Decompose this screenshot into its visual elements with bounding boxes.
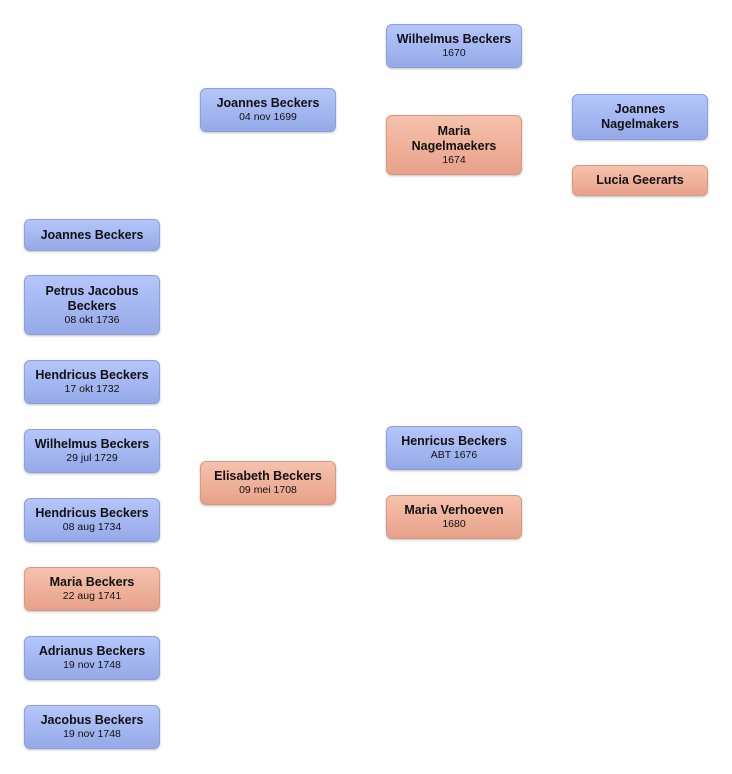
person-date: 29 jul 1729 [66, 452, 118, 464]
child-card-jacobus[interactable]: Jacobus Beckers 19 nov 1748 [24, 705, 160, 749]
child-card-petrus-jacobus[interactable]: Petrus Jacobus Beckers 08 okt 1736 [24, 275, 160, 335]
person-date: 1670 [442, 47, 466, 59]
child-card-maria[interactable]: Maria Beckers 22 aug 1741 [24, 567, 160, 611]
maternal-grandmother-card[interactable]: Maria Verhoeven 1680 [386, 495, 522, 539]
paternal-grandfather-card[interactable]: Wilhelmus Beckers 1670 [386, 24, 522, 68]
person-name: Jacobus Beckers [40, 713, 144, 727]
person-name: Joannes Nagelmakers [601, 102, 679, 131]
person-date: 08 okt 1736 [64, 313, 120, 326]
mother-card[interactable]: Elisabeth Beckers 09 mei 1708 [200, 461, 336, 505]
person-date: 22 aug 1741 [62, 590, 122, 602]
person-name: Wilhelmus Beckers [396, 32, 512, 46]
person-name: Joannes Beckers [40, 227, 144, 242]
person-name: Maria Verhoeven [404, 503, 504, 517]
person-name: Henricus Beckers [401, 434, 507, 448]
great-grandfather-card[interactable]: Joannes Nagelmakers [572, 94, 708, 140]
person-date: 1680 [442, 518, 466, 530]
great-grandmother-card[interactable]: Lucia Geerarts [572, 165, 708, 196]
child-card-adrianus[interactable]: Adrianus Beckers 19 nov 1748 [24, 636, 160, 680]
person-date: 1674 [442, 153, 466, 166]
child-card-hendricus-1732[interactable]: Hendricus Beckers 17 okt 1732 [24, 360, 160, 404]
person-date: 04 nov 1699 [239, 111, 297, 123]
person-name: Lucia Geerarts [596, 173, 684, 187]
person-name: Maria Nagelmaekers [411, 123, 497, 153]
person-name: Petrus Jacobus Beckers [45, 283, 139, 313]
person-date: 09 mei 1708 [239, 484, 297, 496]
maternal-grandfather-card[interactable]: Henricus Beckers ABT 1676 [386, 426, 522, 470]
child-card-wilhelmus[interactable]: Wilhelmus Beckers 29 jul 1729 [24, 429, 160, 473]
person-name: Hendricus Beckers [35, 506, 149, 520]
person-date: ABT 1676 [430, 449, 478, 461]
person-name: Maria Beckers [49, 575, 135, 589]
father-card[interactable]: Joannes Beckers 04 nov 1699 [200, 88, 336, 132]
person-date: 08 aug 1734 [62, 521, 122, 533]
paternal-grandmother-card[interactable]: Maria Nagelmaekers 1674 [386, 115, 522, 175]
person-name: Adrianus Beckers [38, 644, 146, 658]
person-name: Joannes Beckers [216, 96, 320, 110]
person-date: 19 nov 1748 [63, 728, 121, 740]
person-date: 17 okt 1732 [64, 383, 120, 395]
person-name: Wilhelmus Beckers [34, 437, 150, 451]
person-date: 19 nov 1748 [63, 659, 121, 671]
person-name: Elisabeth Beckers [214, 469, 322, 483]
child-card-joannes[interactable]: Joannes Beckers [24, 219, 160, 251]
child-card-hendricus-1734[interactable]: Hendricus Beckers 08 aug 1734 [24, 498, 160, 542]
person-name: Hendricus Beckers [35, 368, 149, 382]
